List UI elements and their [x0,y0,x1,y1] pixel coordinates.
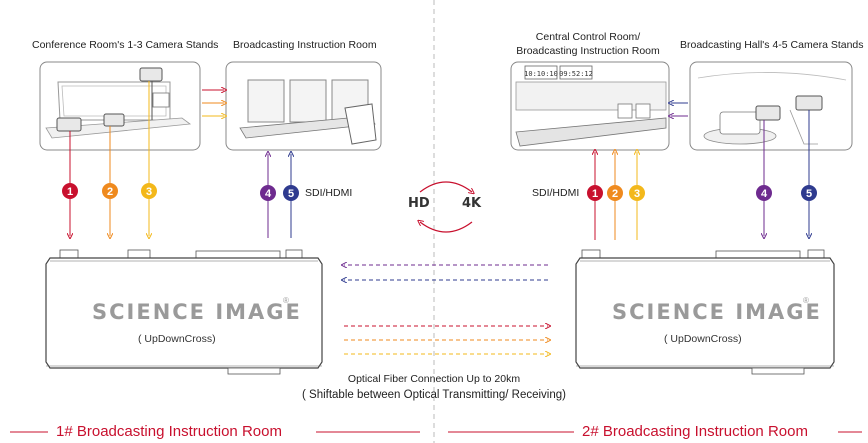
reg-mark-left: ® [283,296,289,305]
badge-2: 2 [107,186,113,198]
device-left [45,249,323,375]
label-hd: HD [408,196,430,211]
label-4k: 4K [462,196,482,211]
central-control-picture [510,61,670,151]
footer-left: 1# Broadcasting Instruction Room [56,423,282,440]
model-left: ( UpDownCross) [138,333,216,345]
badge-3: 3 [634,188,640,200]
badge-4: 4 [265,188,272,200]
badges-right: 1 2 3 4 5 [587,185,817,201]
reg-mark-right: ® [803,296,809,305]
label-sdi-left: SDI/HDMI [305,187,353,199]
badges-left: 1 2 3 4 5 [62,183,299,201]
label-hall-cameras: Broadcasting Hall's 4-5 Camera Stands [680,39,864,51]
brand-left: SCIENCE IMAGE [92,300,302,324]
badge-2: 2 [612,188,618,200]
device-right [575,249,835,375]
model-right: ( UpDownCross) [664,333,742,345]
label-conference-room: Conference Room's 1-3 Camera Stands [32,39,219,51]
label-broadcasting-room-left: Broadcasting Instruction Room [233,39,377,51]
badge-1: 1 [67,186,73,198]
badge-3: 3 [146,186,152,198]
footer-right: 2# Broadcasting Instruction Room [582,423,808,440]
brand-right: SCIENCE IMAGE [612,300,822,324]
badge-5: 5 [288,188,294,200]
badge-5: 5 [806,188,812,200]
broadcasting-hall-picture [689,61,853,151]
screen-time-2: 09:52:12 [559,70,593,78]
label-sdi-right: SDI/HDMI [532,187,580,199]
label-central-control-2: Broadcasting Instruction Room [516,45,660,57]
conference-room-picture [39,61,201,151]
fiber-line-2: ( Shiftable between Optical Transmitting… [302,389,566,401]
screen-time-1: 10:10:10 [524,70,558,78]
badge-1: 1 [592,188,598,200]
badge-4: 4 [761,188,768,200]
broadcasting-room-picture-left [225,61,382,151]
label-central-control-1: Central Control Room/ [535,31,641,43]
fiber-line-1: Optical Fiber Connection Up to 20km [347,373,521,385]
